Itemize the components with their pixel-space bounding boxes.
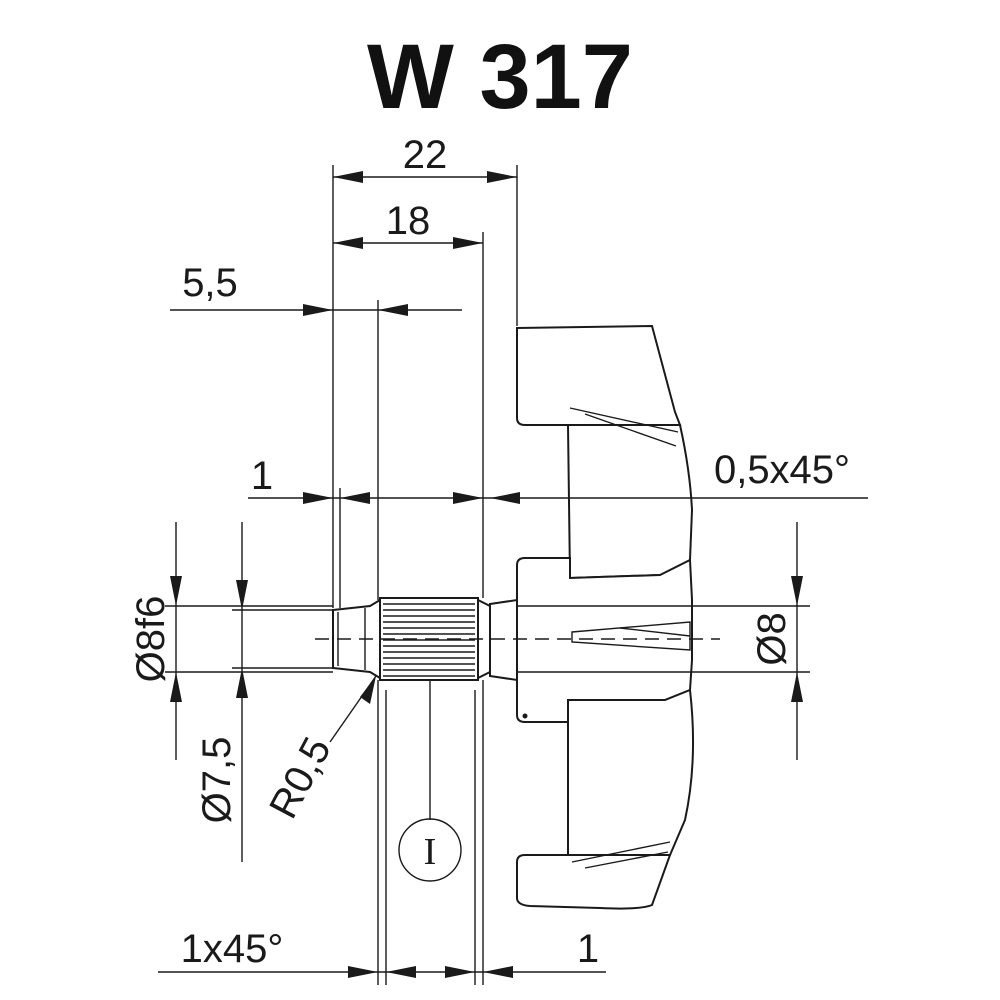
dim-dia-8f6-label: Ø8f6: [129, 596, 173, 683]
dim-18: 18: [333, 199, 483, 249]
knurl-pattern: [383, 603, 475, 677]
dim-22-label: 22: [403, 133, 448, 177]
dim-dia-7-5: Ø7,5: [195, 522, 248, 862]
detail-marker: I: [398, 680, 462, 882]
detail-marker-label: I: [424, 831, 437, 873]
dim-1-bottom-label: 1: [577, 927, 599, 971]
dim-dia-8f6: Ø8f6: [129, 522, 182, 760]
knob-body: [516, 324, 695, 910]
radius-label: R0,5: [261, 730, 340, 825]
dim-1-top: 1: [248, 454, 868, 504]
drawing-title: W 317: [367, 26, 633, 128]
dim-bottom: 1x45° 1: [158, 927, 606, 978]
dim-5-5-label: 5,5: [182, 261, 238, 305]
chamfer-bottom-label: 1x45°: [181, 927, 284, 971]
extension-lines: [165, 165, 810, 985]
radius-leader: R0,5: [261, 675, 377, 826]
dim-dia-8-label: Ø8: [750, 612, 794, 665]
dim-dia-7-5-label: Ø7,5: [195, 737, 239, 824]
dim-18-label: 18: [386, 199, 431, 243]
chamfer-top-label: 0,5x45°: [714, 448, 850, 492]
dim-5-5: 5,5: [170, 261, 462, 316]
dim-22: 22: [333, 133, 517, 183]
dim-1-top-label: 1: [251, 454, 273, 498]
dim-dia-8: Ø8: [750, 522, 803, 760]
